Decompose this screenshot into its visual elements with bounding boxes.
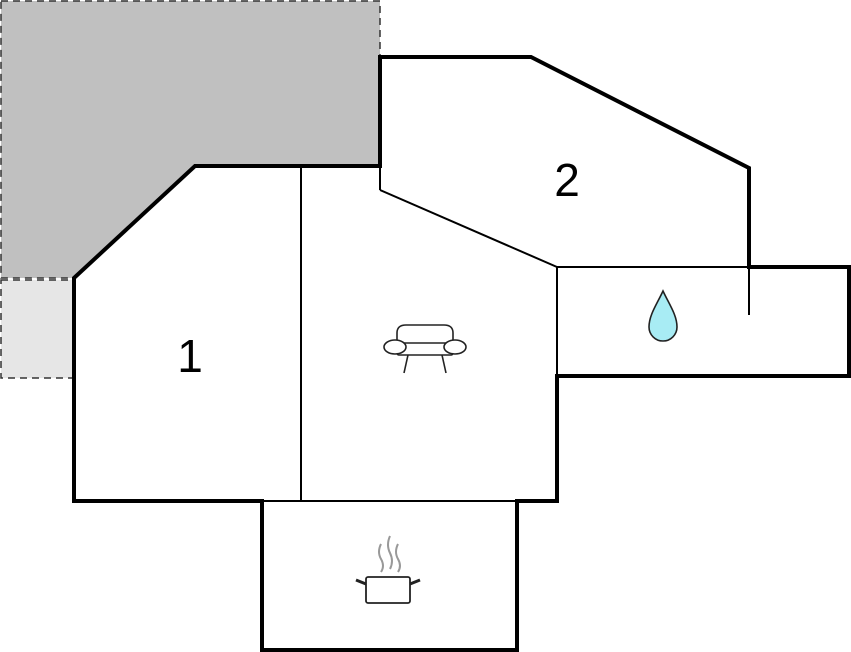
- room-1-label: 1: [177, 330, 203, 382]
- water-drop-icon: [648, 289, 678, 342]
- room-2-label: 2: [554, 154, 580, 206]
- sofa-icon: [383, 324, 467, 374]
- cooking-pot-icon: [355, 535, 421, 604]
- interior-walls: [262, 166, 750, 502]
- terrace-area-small: [0, 279, 74, 379]
- terrace-area: [0, 0, 381, 279]
